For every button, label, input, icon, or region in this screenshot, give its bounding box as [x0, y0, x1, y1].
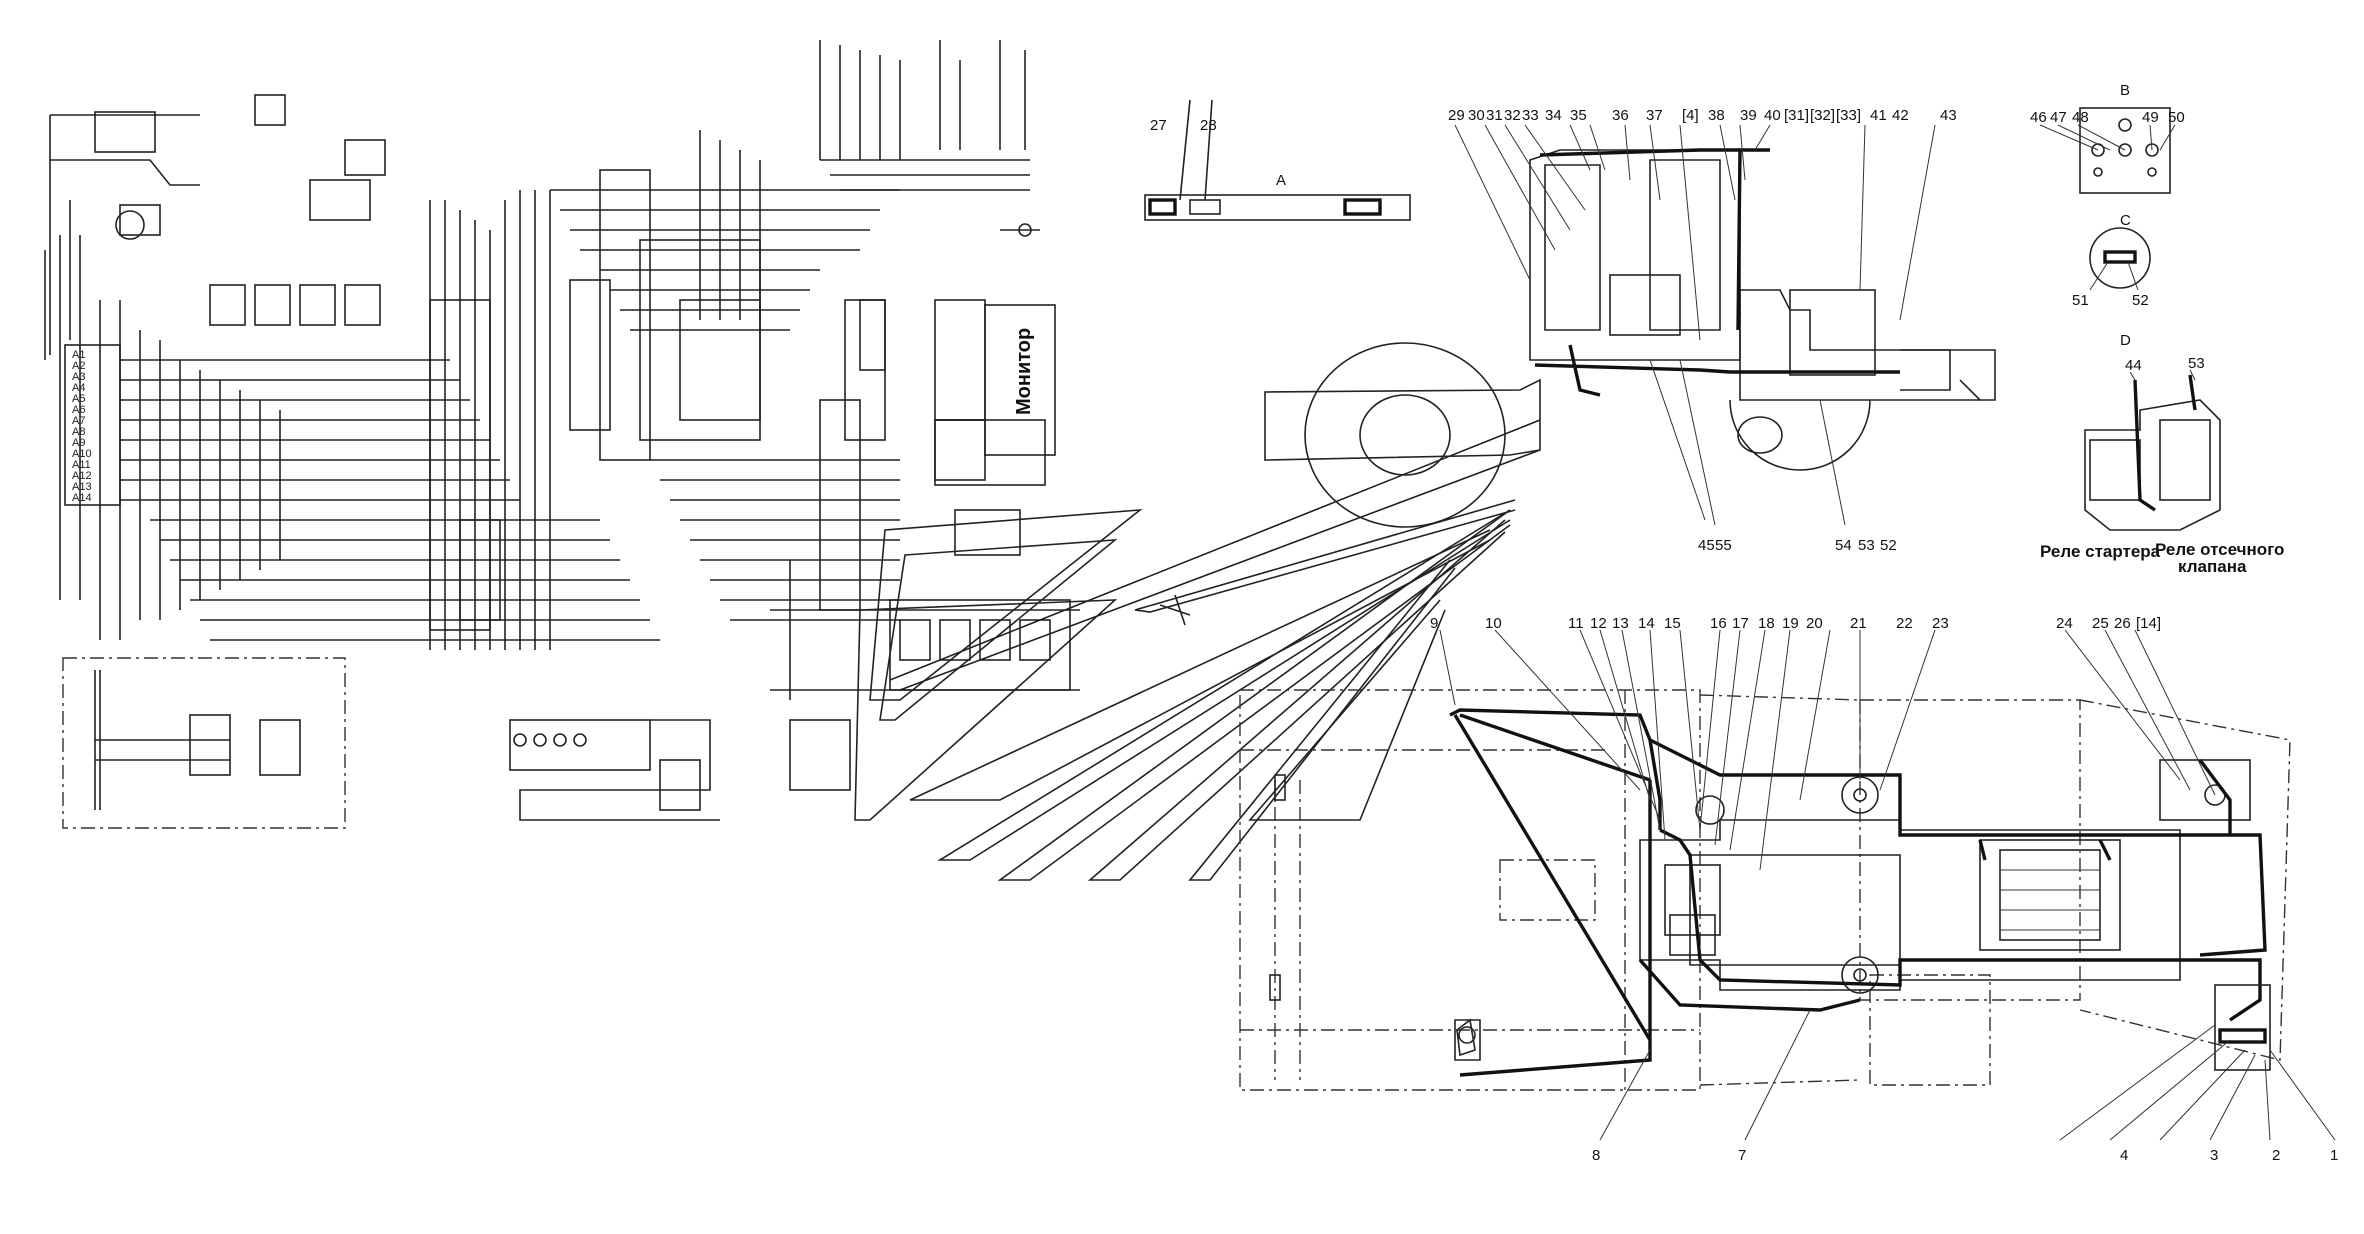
view-d-engine: D 44 53 Реле стартера Реле отсечного кла…: [2040, 332, 2284, 576]
machine-side-view: 29 30 31 32 33 34 35 36 37 [4] 38 39 40 …: [1264, 107, 1996, 554]
monitor-label: Монитор: [1013, 328, 1035, 415]
callout-17: 17: [1732, 615, 1749, 632]
callout-33-bracket: [33]: [1836, 107, 1861, 124]
callout-22: 22: [1896, 615, 1913, 632]
callout-56: 55: [1715, 537, 1732, 554]
callout-10: 10: [1485, 615, 1502, 632]
callout-32-bracket: [32]: [1810, 107, 1835, 124]
cutoff-valve-relay-label-2: клапана: [2178, 557, 2247, 576]
callout-38: 38: [1708, 107, 1725, 124]
callout-24: 24: [2056, 615, 2073, 632]
starter-relay-label: Реле стартера: [2040, 542, 2161, 561]
machine-plan-view: 9 10 11 12 13 14 15 16 17 18 19 20 21 22…: [1239, 615, 2338, 1164]
callout-40: 40: [1764, 107, 1781, 124]
pin-label: A7: [72, 415, 85, 427]
callout-34: 34: [1545, 107, 1562, 124]
pin-label: A1: [72, 349, 85, 361]
callout-21: 21: [1850, 615, 1867, 632]
view-c-label: С: [2120, 212, 2131, 229]
callout-37: 37: [1646, 107, 1663, 124]
callout-36: 36: [1612, 107, 1629, 124]
pin-label: A8: [72, 426, 85, 438]
callout-45: 47: [2050, 109, 2067, 126]
callout-39: 39: [1740, 107, 1757, 124]
pin-label: A9: [72, 437, 85, 449]
callout-54: 53: [1858, 537, 1875, 554]
callout-9: 9: [1430, 615, 1438, 632]
callout-7: 7: [1738, 1147, 1746, 1164]
callout-32: 32: [1504, 107, 1521, 124]
pin-label: A4: [72, 382, 85, 394]
callout-47: 49: [2142, 109, 2159, 126]
panel-view-a: 27 28 A: [1144, 99, 1411, 221]
callout-46: 48: [2072, 109, 2089, 126]
callout-30: 30: [1468, 107, 1485, 124]
callout-4-bracket: [4]: [1682, 107, 1699, 124]
callout-29: 29: [1448, 107, 1465, 124]
callout-35: 35: [1570, 107, 1587, 124]
callout-31: 31: [1486, 107, 1503, 124]
callout-28: 28: [1200, 117, 1217, 134]
callout-14-bracket: [14]: [2136, 615, 2161, 632]
callout-18: 18: [1758, 615, 1775, 632]
callout-41: 41: [1870, 107, 1887, 124]
pin-label: A2: [72, 360, 85, 372]
callout-55: 54: [1835, 537, 1852, 554]
callout-48: 50: [2168, 109, 2185, 126]
pin-label: A5: [72, 393, 85, 405]
callout-23: 23: [1932, 615, 1949, 632]
callout-52: 44: [2125, 357, 2142, 374]
pin-label: A14: [72, 492, 92, 504]
callout-3: 3: [2210, 1147, 2218, 1164]
pin-label: A3: [72, 371, 85, 383]
callout-33: 33: [1522, 107, 1539, 124]
callout-16: 16: [1710, 615, 1727, 632]
pin-label: A13: [72, 481, 92, 493]
callout-14: 14: [1638, 615, 1655, 632]
view-c-detail: С 51 52: [2072, 212, 2151, 309]
pin-label: A6: [72, 404, 85, 416]
callout-13: 13: [1612, 615, 1629, 632]
pin-label: A12: [72, 470, 92, 482]
view-a-label: A: [1276, 172, 1286, 189]
callout-43: 43: [1940, 107, 1957, 124]
view-b-panel: В 46 47 48 49 50: [2030, 82, 2185, 194]
projection-lines: [854, 419, 1541, 881]
callout-50: 52: [2132, 292, 2149, 309]
callout-26: 26: [2114, 615, 2131, 632]
pin-label: A10: [72, 448, 92, 460]
cutoff-valve-relay-label-1: Реле отсечного: [2155, 540, 2284, 559]
schematic-tiny-marks: [1000, 223, 1191, 626]
view-d-label: D: [2120, 332, 2131, 349]
callout-42: 42: [1892, 107, 1909, 124]
callout-25: 25: [2092, 615, 2109, 632]
callout-31-bracket: [31]: [1784, 107, 1809, 124]
callout-44: 46: [2030, 109, 2047, 126]
callout-20: 20: [1806, 615, 1823, 632]
callout-51: 45: [1698, 537, 1715, 554]
pin-label: A11: [72, 459, 91, 471]
callout-12: 12: [1590, 615, 1607, 632]
callout-11: 11: [1568, 615, 1584, 632]
callout-27: 27: [1150, 117, 1167, 134]
callout-8: 8: [1592, 1147, 1600, 1164]
callout-53: 52: [1880, 537, 1897, 554]
callout-49: 51: [2072, 292, 2089, 309]
callout-19: 19: [1782, 615, 1799, 632]
callout-4: 4: [2120, 1147, 2128, 1164]
callout-53-d: 53: [2188, 355, 2205, 372]
callout-2: 2: [2272, 1147, 2280, 1164]
callout-1: 1: [2330, 1147, 2338, 1164]
view-b-label: В: [2120, 82, 2130, 99]
callout-15: 15: [1664, 615, 1681, 632]
